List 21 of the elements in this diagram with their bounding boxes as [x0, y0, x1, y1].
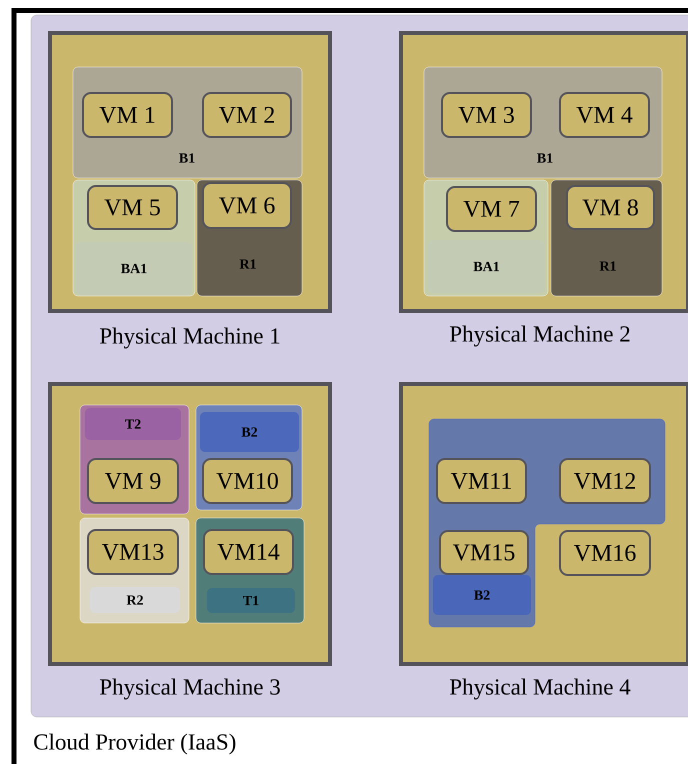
vm-box: VM10 — [202, 458, 293, 504]
vm-box: VM16 — [559, 530, 651, 576]
node-label: Cloud Provider (IaaS) — [34, 734, 236, 754]
vm-box: VM 6 — [202, 182, 292, 229]
node-label: Physical Machine 1 — [100, 328, 280, 348]
vm-box: VM14 — [203, 529, 294, 575]
vm-box: VM13 — [87, 529, 179, 575]
vm-box: VM12 — [559, 458, 651, 504]
vm-box: VM 9 — [87, 458, 179, 504]
vm-box: VM 7 — [446, 186, 537, 232]
vm-box: VM 3 — [441, 92, 532, 138]
node-label: Physical Machine 4 — [450, 678, 630, 700]
vm-box: VM 4 — [559, 92, 650, 138]
vm-box: VM 2 — [202, 92, 292, 138]
node-label: Physical Machine 3 — [100, 678, 280, 700]
vm-box: VM15 — [439, 530, 529, 575]
vm-box: VM 8 — [566, 185, 655, 230]
vm-box: VM 5 — [87, 185, 178, 230]
vm-box: VM 1 — [82, 92, 173, 138]
vm-box: VM11 — [436, 458, 527, 504]
node-label: Physical Machine 2 — [450, 326, 630, 346]
